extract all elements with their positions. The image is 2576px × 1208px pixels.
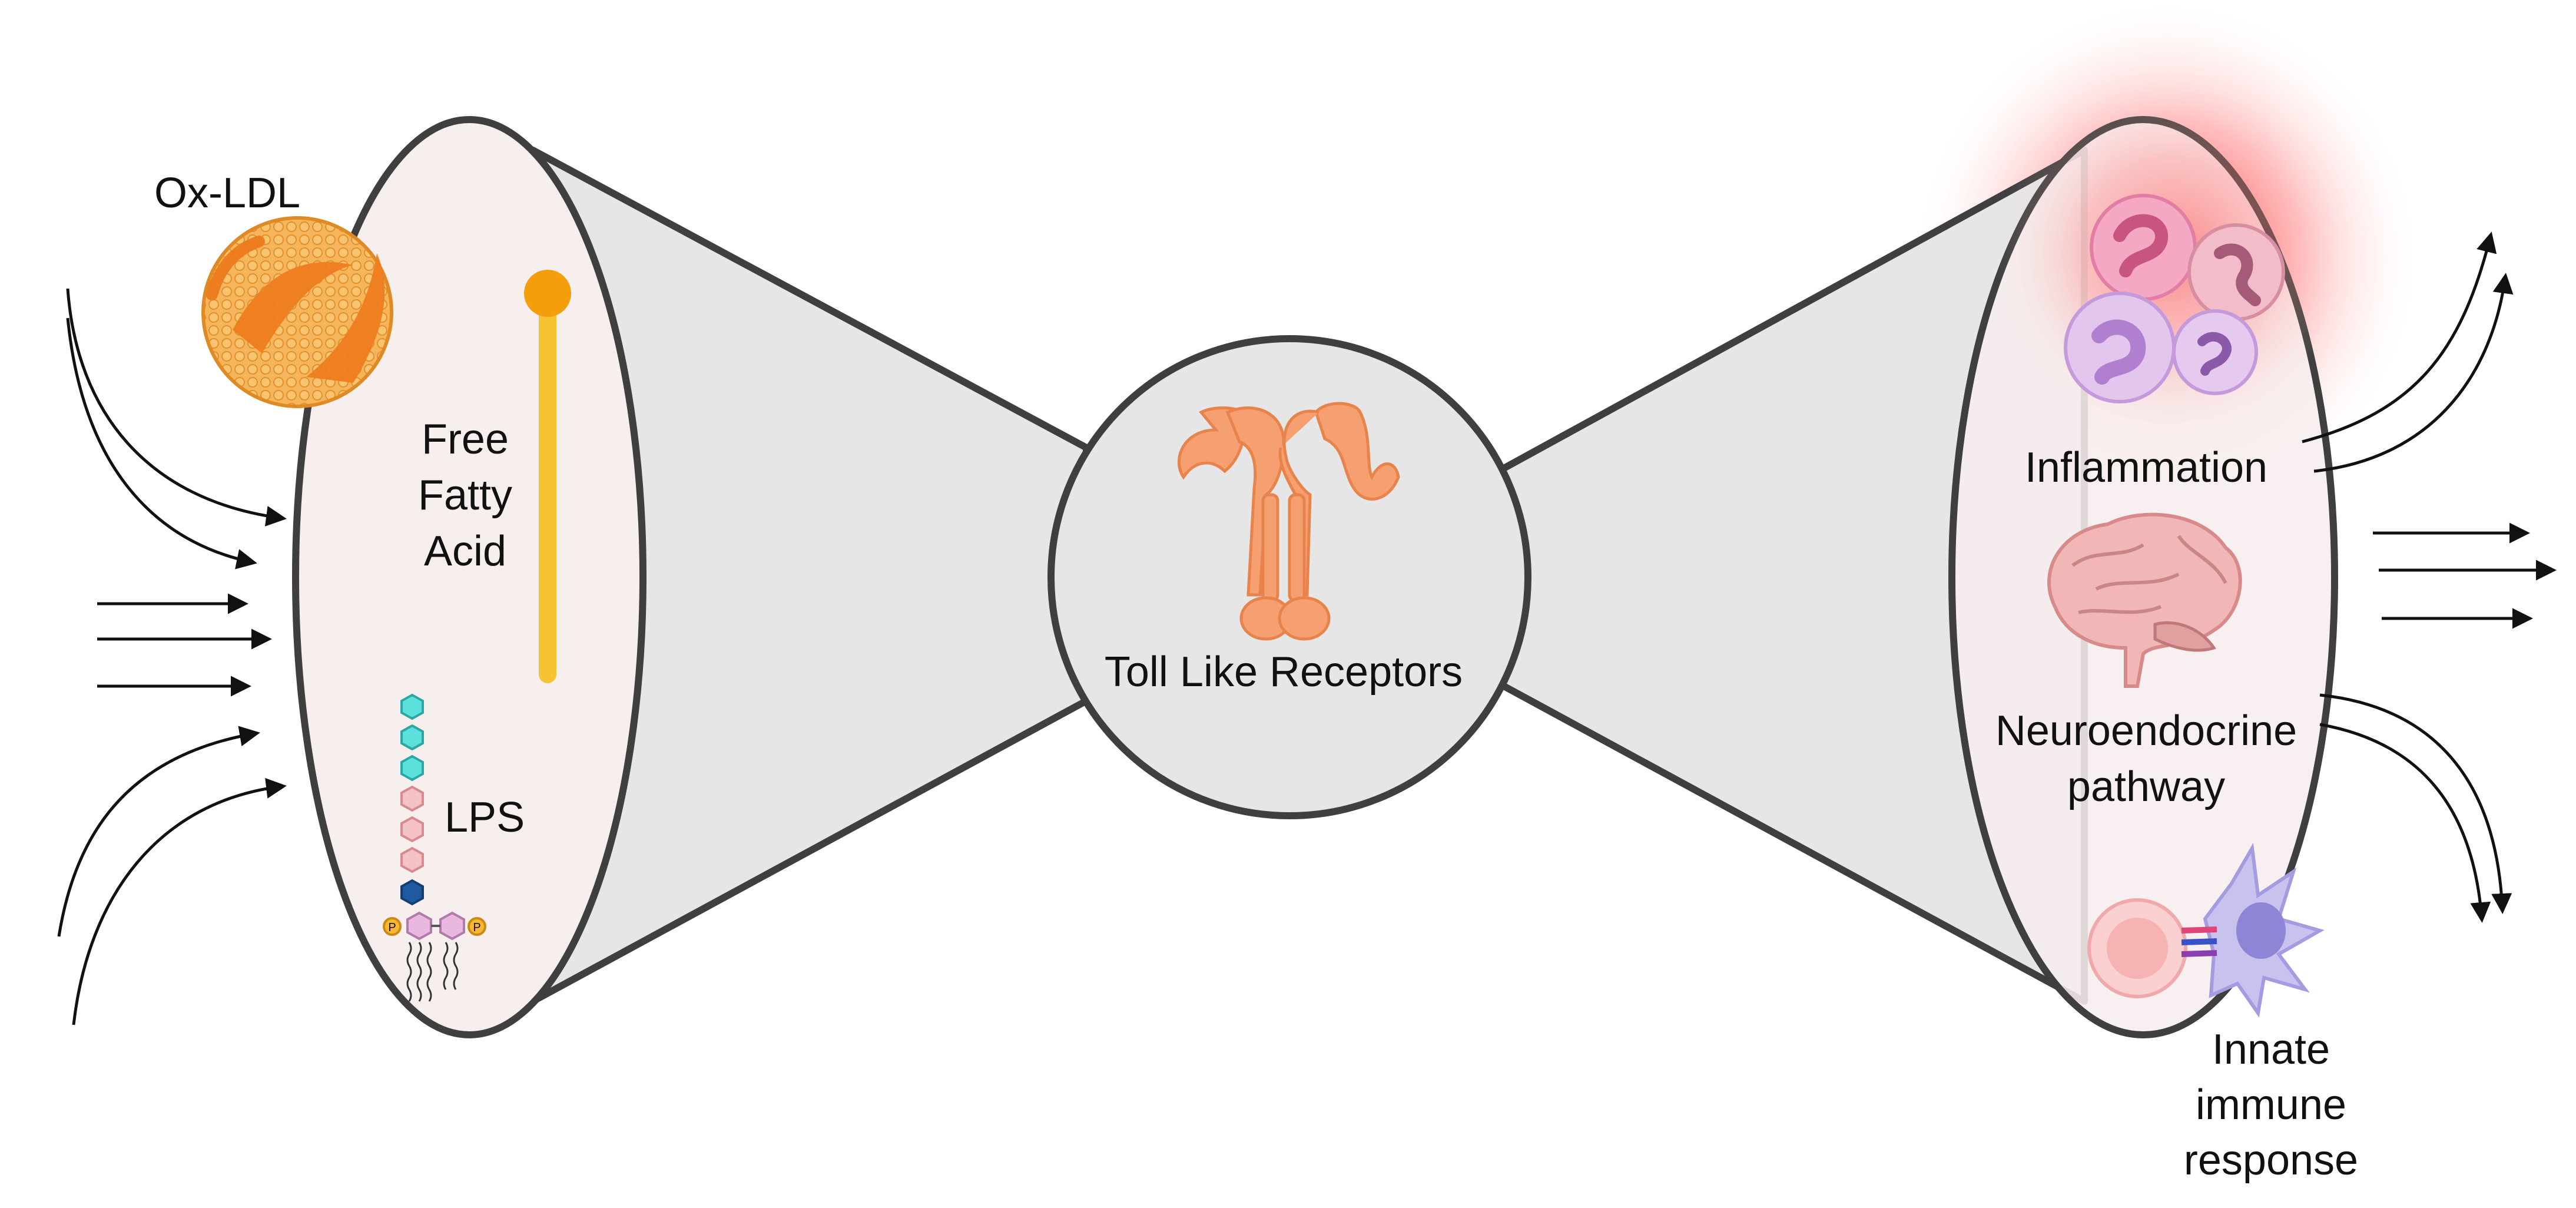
ox-ldl-label: Ox-LDL: [154, 170, 300, 217]
ffa-label-line1: Free: [422, 416, 509, 463]
inflammation-label: Inflammation: [2025, 444, 2267, 491]
phosphate-label-left: P: [388, 921, 396, 934]
incoming-arrows: [57, 288, 287, 1025]
toll-like-receptor-icon: [1177, 402, 1400, 641]
phosphate-label-right: P: [473, 921, 480, 934]
ox-ldl-particle-icon: [201, 216, 393, 408]
incoming-arrow-6: [57, 726, 260, 937]
lps-molecule-icon: [383, 693, 486, 1002]
dendritic-cell-icon: [2087, 842, 2325, 1018]
innate-label-line3: response: [2184, 1137, 2358, 1184]
incoming-arrow-2: [66, 317, 257, 570]
outgoing-arrow-6: [2319, 693, 2512, 914]
lps-label: LPS: [445, 794, 525, 841]
ffa-label-line2: Fatty: [418, 472, 512, 519]
innate-label-line1: Innate: [2212, 1026, 2330, 1073]
neuroendocrine-label-line2: pathway: [2067, 763, 2225, 810]
innate-label-line2: immune: [2196, 1081, 2346, 1128]
fatty-acid-icon: [524, 270, 571, 683]
incoming-arrow-1: [66, 288, 287, 527]
tlr-label: Toll Like Receptors: [1105, 648, 1463, 696]
brain-icon: [2047, 512, 2242, 688]
neuroendocrine-label-line1: Neuroendocrine: [1995, 707, 2297, 754]
incoming-arrow-7: [72, 777, 287, 1025]
immune-cells-icon: [2064, 194, 2285, 403]
outgoing-arrows: [2302, 231, 2557, 923]
outgoing-arrow-1: [2302, 231, 2497, 444]
outgoing-arrow-7: [2319, 723, 2491, 923]
ffa-label-line3: Acid: [424, 528, 506, 575]
outgoing-arrow-2: [2313, 273, 2514, 473]
